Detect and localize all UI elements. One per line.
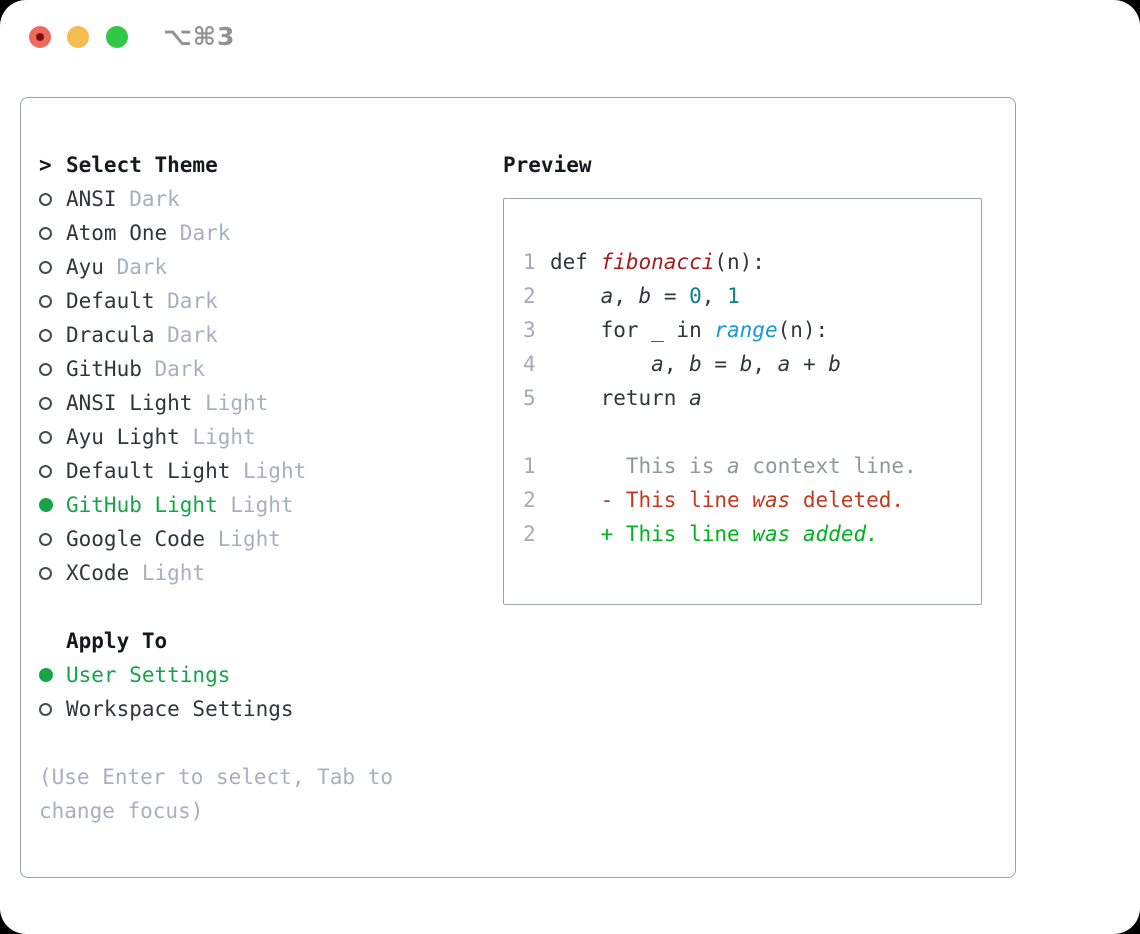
radio-unselected-icon — [39, 226, 66, 240]
theme-option[interactable]: Atom One Dark — [39, 216, 503, 250]
option-variant-label: Light — [192, 391, 269, 415]
option-variant-label: Light — [129, 561, 206, 585]
option-label: User Settings — [66, 663, 231, 687]
radio-unselected-icon — [39, 328, 66, 342]
prompt-caret-icon: > — [39, 153, 52, 177]
hint-line: change focus) — [39, 799, 204, 823]
option-variant-label: Dark — [154, 289, 218, 313]
apply-to-title: Apply To — [66, 629, 168, 653]
option-variant-label: Dark — [167, 221, 231, 245]
radio-unselected-icon — [39, 192, 66, 206]
radio-unselected-icon — [39, 362, 66, 376]
theme-option[interactable]: Dracula Dark — [39, 318, 503, 352]
option-variant-label: Dark — [154, 323, 218, 347]
radio-selected-icon — [39, 498, 66, 512]
code-line: 5 return a — [523, 386, 702, 410]
preview-title: Preview — [503, 153, 592, 177]
line-number: 3 — [523, 318, 536, 342]
radio-unselected-icon — [39, 464, 66, 478]
option-variant-label: Light — [205, 527, 281, 551]
radio-unselected-icon — [39, 294, 66, 308]
code-line: 3 for _ in range(n): — [523, 318, 829, 342]
option-variant-label: Light — [230, 459, 307, 483]
option-label: Default — [66, 289, 155, 313]
close-dot-icon — [36, 33, 44, 41]
theme-option[interactable]: ANSI Light Light — [39, 386, 503, 420]
line-number: 4 — [523, 352, 536, 376]
option-label: GitHub Light — [66, 493, 218, 517]
option-label: ANSI — [66, 187, 117, 211]
code-line: 2 a, b = 0, 1 — [523, 284, 740, 308]
line-number: 1 — [523, 250, 536, 274]
theme-option[interactable]: ANSI Dark — [39, 182, 503, 216]
code-line: 2 - This line was deleted. — [523, 488, 905, 512]
code-line: 4 a, b = b, a + b — [523, 352, 841, 376]
option-label: Workspace Settings — [66, 697, 294, 721]
select-theme-title: Select Theme — [66, 153, 218, 177]
minimize-button[interactable] — [67, 26, 89, 48]
theme-option[interactable]: GitHub Dark — [39, 352, 503, 386]
option-variant-label: Light — [179, 425, 256, 449]
option-label: ANSI Light — [66, 391, 193, 415]
theme-option[interactable]: XCode Light — [39, 556, 503, 590]
hint-line: (Use Enter to select, Tab to — [39, 765, 394, 789]
option-label: Dracula — [66, 323, 155, 347]
option-variant-label: Light — [217, 493, 294, 517]
theme-option[interactable]: Google Code Light — [39, 522, 503, 556]
theme-option[interactable]: Ayu Dark — [39, 250, 503, 284]
titlebar: ⌥⌘3 — [0, 0, 1140, 74]
option-label: Ayu — [66, 255, 104, 279]
option-label: Default Light — [66, 459, 231, 483]
spacer — [39, 726, 503, 760]
theme-option[interactable]: Default Light Light — [39, 454, 503, 488]
preview-header: Preview — [503, 148, 1017, 182]
code-line — [523, 415, 981, 449]
apply-to-option[interactable]: User Settings — [39, 658, 503, 692]
code-line: 1 This is a context line. — [523, 454, 917, 478]
line-number: 1 — [523, 454, 536, 478]
radio-unselected-icon — [39, 532, 66, 546]
radio-unselected-icon — [39, 260, 66, 274]
option-label: Google Code — [66, 527, 206, 551]
keyboard-hint: (Use Enter to select, Tab to change focus… — [39, 760, 503, 828]
radio-selected-icon — [39, 668, 66, 682]
option-label: GitHub — [66, 357, 142, 381]
theme-option[interactable]: GitHub Light Light — [39, 488, 503, 522]
code-line: 2 + This line was added. — [523, 522, 879, 546]
option-label: Ayu Light — [66, 425, 180, 449]
select-theme-header: > Select Theme — [39, 148, 503, 182]
line-number: 5 — [523, 386, 536, 410]
line-number: 2 — [523, 488, 536, 512]
apply-to-header: Apply To — [39, 624, 503, 658]
option-variant-label: Dark — [103, 255, 168, 279]
line-number: 2 — [523, 522, 536, 546]
option-variant-label: Dark — [141, 357, 206, 381]
radio-unselected-icon — [39, 566, 66, 580]
theme-option[interactable]: Default Dark — [39, 284, 503, 318]
line-number: 2 — [523, 284, 536, 308]
close-button[interactable] — [29, 26, 51, 48]
option-label: Atom One — [66, 221, 168, 245]
radio-unselected-icon — [39, 702, 66, 716]
window-title: ⌥⌘3 — [163, 22, 236, 51]
option-variant-label: Dark — [116, 187, 180, 211]
option-label: XCode — [66, 561, 130, 585]
radio-unselected-icon — [39, 396, 66, 410]
zoom-button[interactable] — [106, 26, 128, 48]
radio-unselected-icon — [39, 430, 66, 444]
spacer — [39, 590, 503, 624]
theme-option[interactable]: Ayu Light Light — [39, 420, 503, 454]
apply-to-option[interactable]: Workspace Settings — [39, 692, 503, 726]
